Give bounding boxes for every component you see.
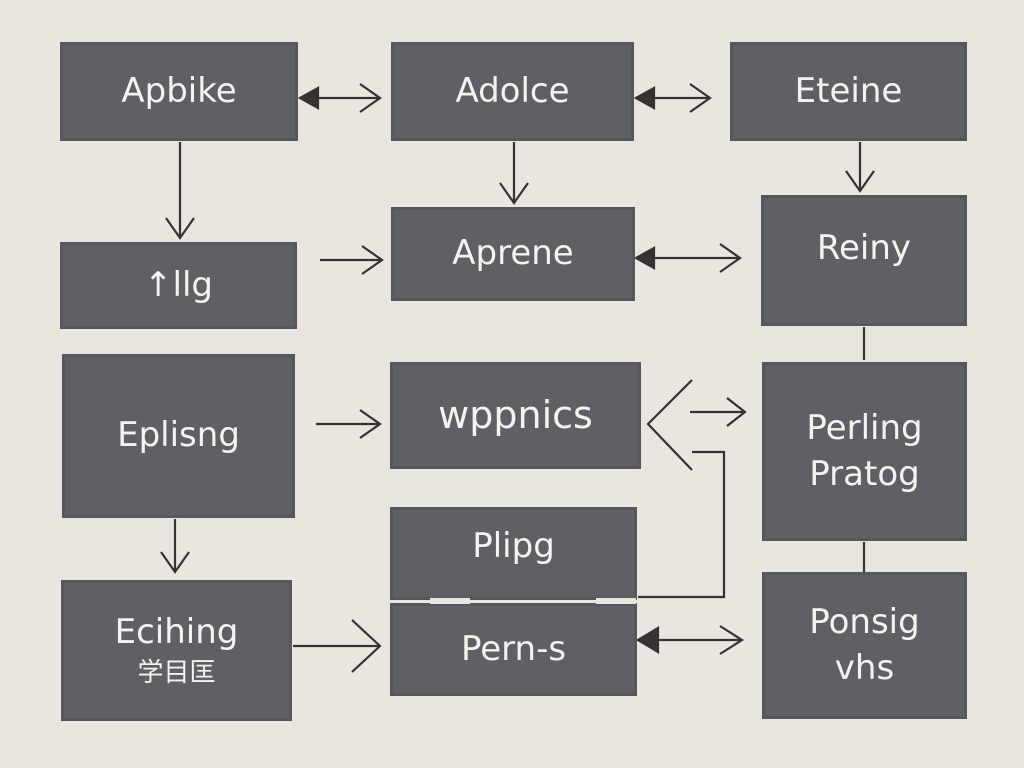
node-n2[interactable]: Adolce: [391, 42, 634, 141]
arrow-n2-n5: [499, 142, 529, 205]
arrow-n7-n12: [160, 519, 190, 574]
node-n7[interactable]: Eplisng: [62, 354, 295, 518]
node-label: Ponsig: [809, 601, 920, 642]
arrow-n12-n11: [293, 619, 382, 673]
arrow-n4-n5: [320, 245, 384, 275]
arrow-n1-n4: [165, 142, 195, 240]
node-label: Perling: [806, 407, 923, 448]
node-label: Apbike: [121, 70, 237, 111]
node-label-2: vhs: [834, 647, 895, 688]
node-n5[interactable]: Aprene: [391, 207, 635, 301]
node-label: wppnics: [438, 392, 593, 437]
node-n8[interactable]: wppnics: [390, 362, 641, 469]
arrow-n3-n6: [845, 142, 875, 193]
node-label: Aprene: [452, 233, 574, 274]
node-n12[interactable]: Ecihing 学目匡: [61, 580, 292, 721]
node-label: Pern-s: [460, 628, 567, 669]
node-n4[interactable]: ↑llg: [60, 242, 297, 329]
node-label: Eteine: [794, 70, 903, 111]
arrow-n1-n2: [297, 83, 382, 113]
node-n11[interactable]: Pern-s: [390, 603, 637, 696]
notch-left: [430, 598, 470, 604]
node-label: Ecihing: [114, 612, 239, 652]
arrow-n7-n8: [316, 409, 382, 439]
node-label-2: Pratog: [809, 453, 920, 494]
arrow-n5-n6: [633, 243, 742, 273]
arrow-n8-n9: [646, 379, 747, 471]
node-label: ↑llg: [144, 264, 213, 305]
node-n13[interactable]: Ponsig vhs: [762, 572, 967, 719]
notch-right: [596, 598, 636, 604]
node-n3[interactable]: Eteine: [730, 42, 967, 141]
line-n10-n9: [638, 450, 726, 599]
node-n10[interactable]: Plipg: [390, 507, 637, 600]
arrow-n11-n13: [635, 625, 745, 655]
node-label: Eplisng: [117, 415, 240, 456]
node-label-2: 学目匡: [137, 657, 216, 688]
node-n6[interactable]: Reiny: [761, 195, 967, 326]
node-label: Adolce: [455, 70, 570, 111]
node-n1[interactable]: Apbike: [60, 42, 298, 141]
node-label: Reiny: [816, 228, 912, 268]
arrow-n2-n3: [633, 83, 712, 113]
node-label: Plipg: [472, 526, 555, 566]
